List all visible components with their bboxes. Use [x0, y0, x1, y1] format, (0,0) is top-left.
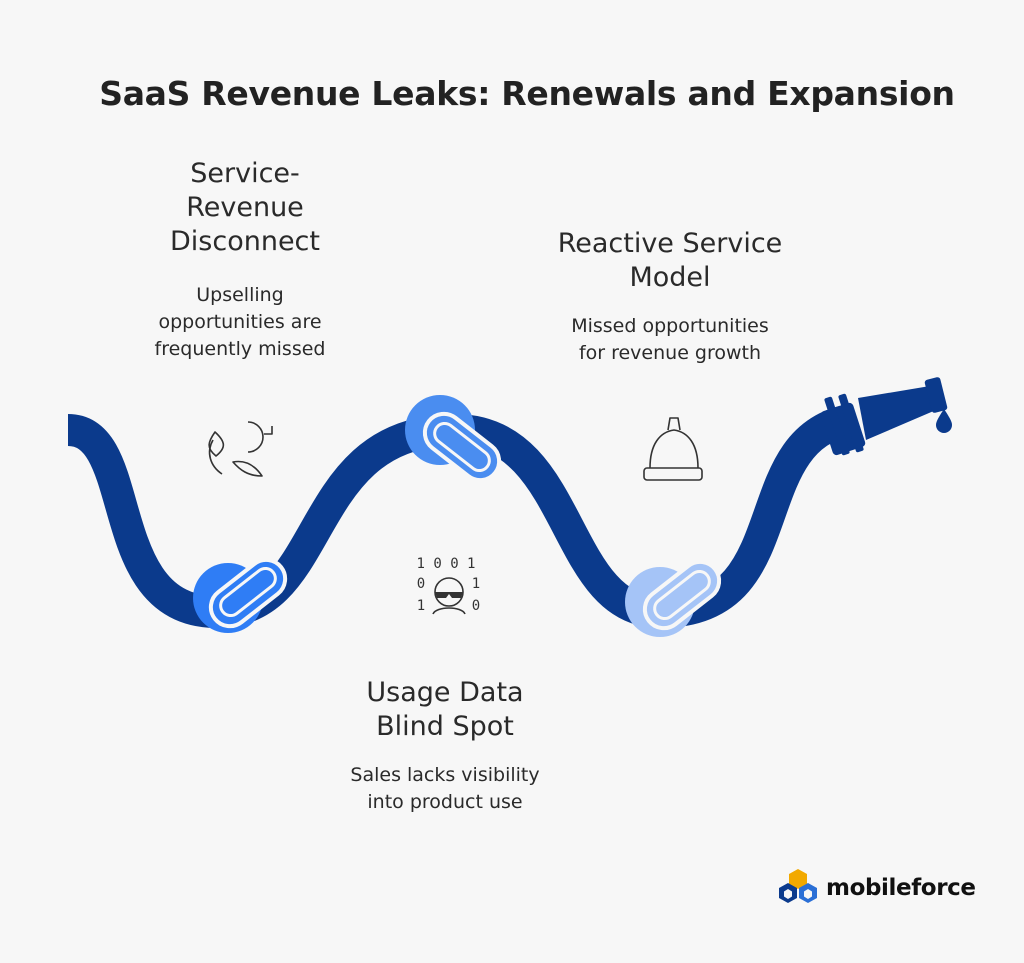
heading-line: Reactive Service [557, 228, 783, 259]
heading-line: Disconnect [170, 226, 320, 257]
binary-user-icon: 1 0 0 1 0 1 1 0 [416, 556, 480, 615]
leak-description-reactive-service: Missed opportunities for revenue growth [530, 313, 810, 367]
nozzle-icon [820, 377, 948, 456]
description-line: opportunities are [158, 311, 322, 333]
leak-heading-service-revenue: Service- Revenue Disconnect [130, 157, 360, 259]
description-line: Sales lacks visibility [350, 764, 540, 786]
knot-3 [625, 559, 722, 637]
heading-line: Service- [190, 158, 300, 189]
binary-digit: 0 [417, 576, 425, 592]
leak-heading-usage-data: Usage Data Blind Spot [320, 676, 570, 744]
heading-line: Model [629, 262, 711, 293]
knot-1 [193, 557, 288, 633]
description-line: Upselling [196, 284, 284, 306]
description-line: Missed opportunities [571, 315, 769, 337]
brand-logo: mobileforce [776, 867, 976, 909]
binary-digits-top: 1 0 0 1 [416, 556, 475, 572]
water-drop-icon [936, 409, 952, 433]
heading-line: Usage Data [366, 677, 524, 708]
leak-description-usage-data: Sales lacks visibility into product use [320, 762, 570, 816]
mobileforce-logo-icon [779, 869, 817, 903]
binary-digit: 0 [472, 598, 480, 614]
page-title: SaaS Revenue Leaks: Renewals and Expansi… [99, 74, 955, 113]
service-bell-icon [643, 417, 703, 481]
binary-digit: 1 [417, 598, 425, 614]
binary-digit: 1 [472, 576, 480, 592]
heading-line: Revenue [186, 192, 304, 223]
knot-2 [405, 395, 502, 483]
leak-heading-reactive-service: Reactive Service Model [530, 227, 810, 295]
heading-line: Blind Spot [376, 711, 514, 742]
leak-description-service-revenue: Upselling opportunities are frequently m… [110, 282, 370, 363]
description-line: frequently missed [154, 338, 326, 360]
description-line: into product use [367, 791, 523, 813]
logo-text: mobileforce [826, 875, 976, 901]
broken-cycle-icon [208, 421, 273, 477]
description-line: for revenue growth [578, 342, 762, 364]
